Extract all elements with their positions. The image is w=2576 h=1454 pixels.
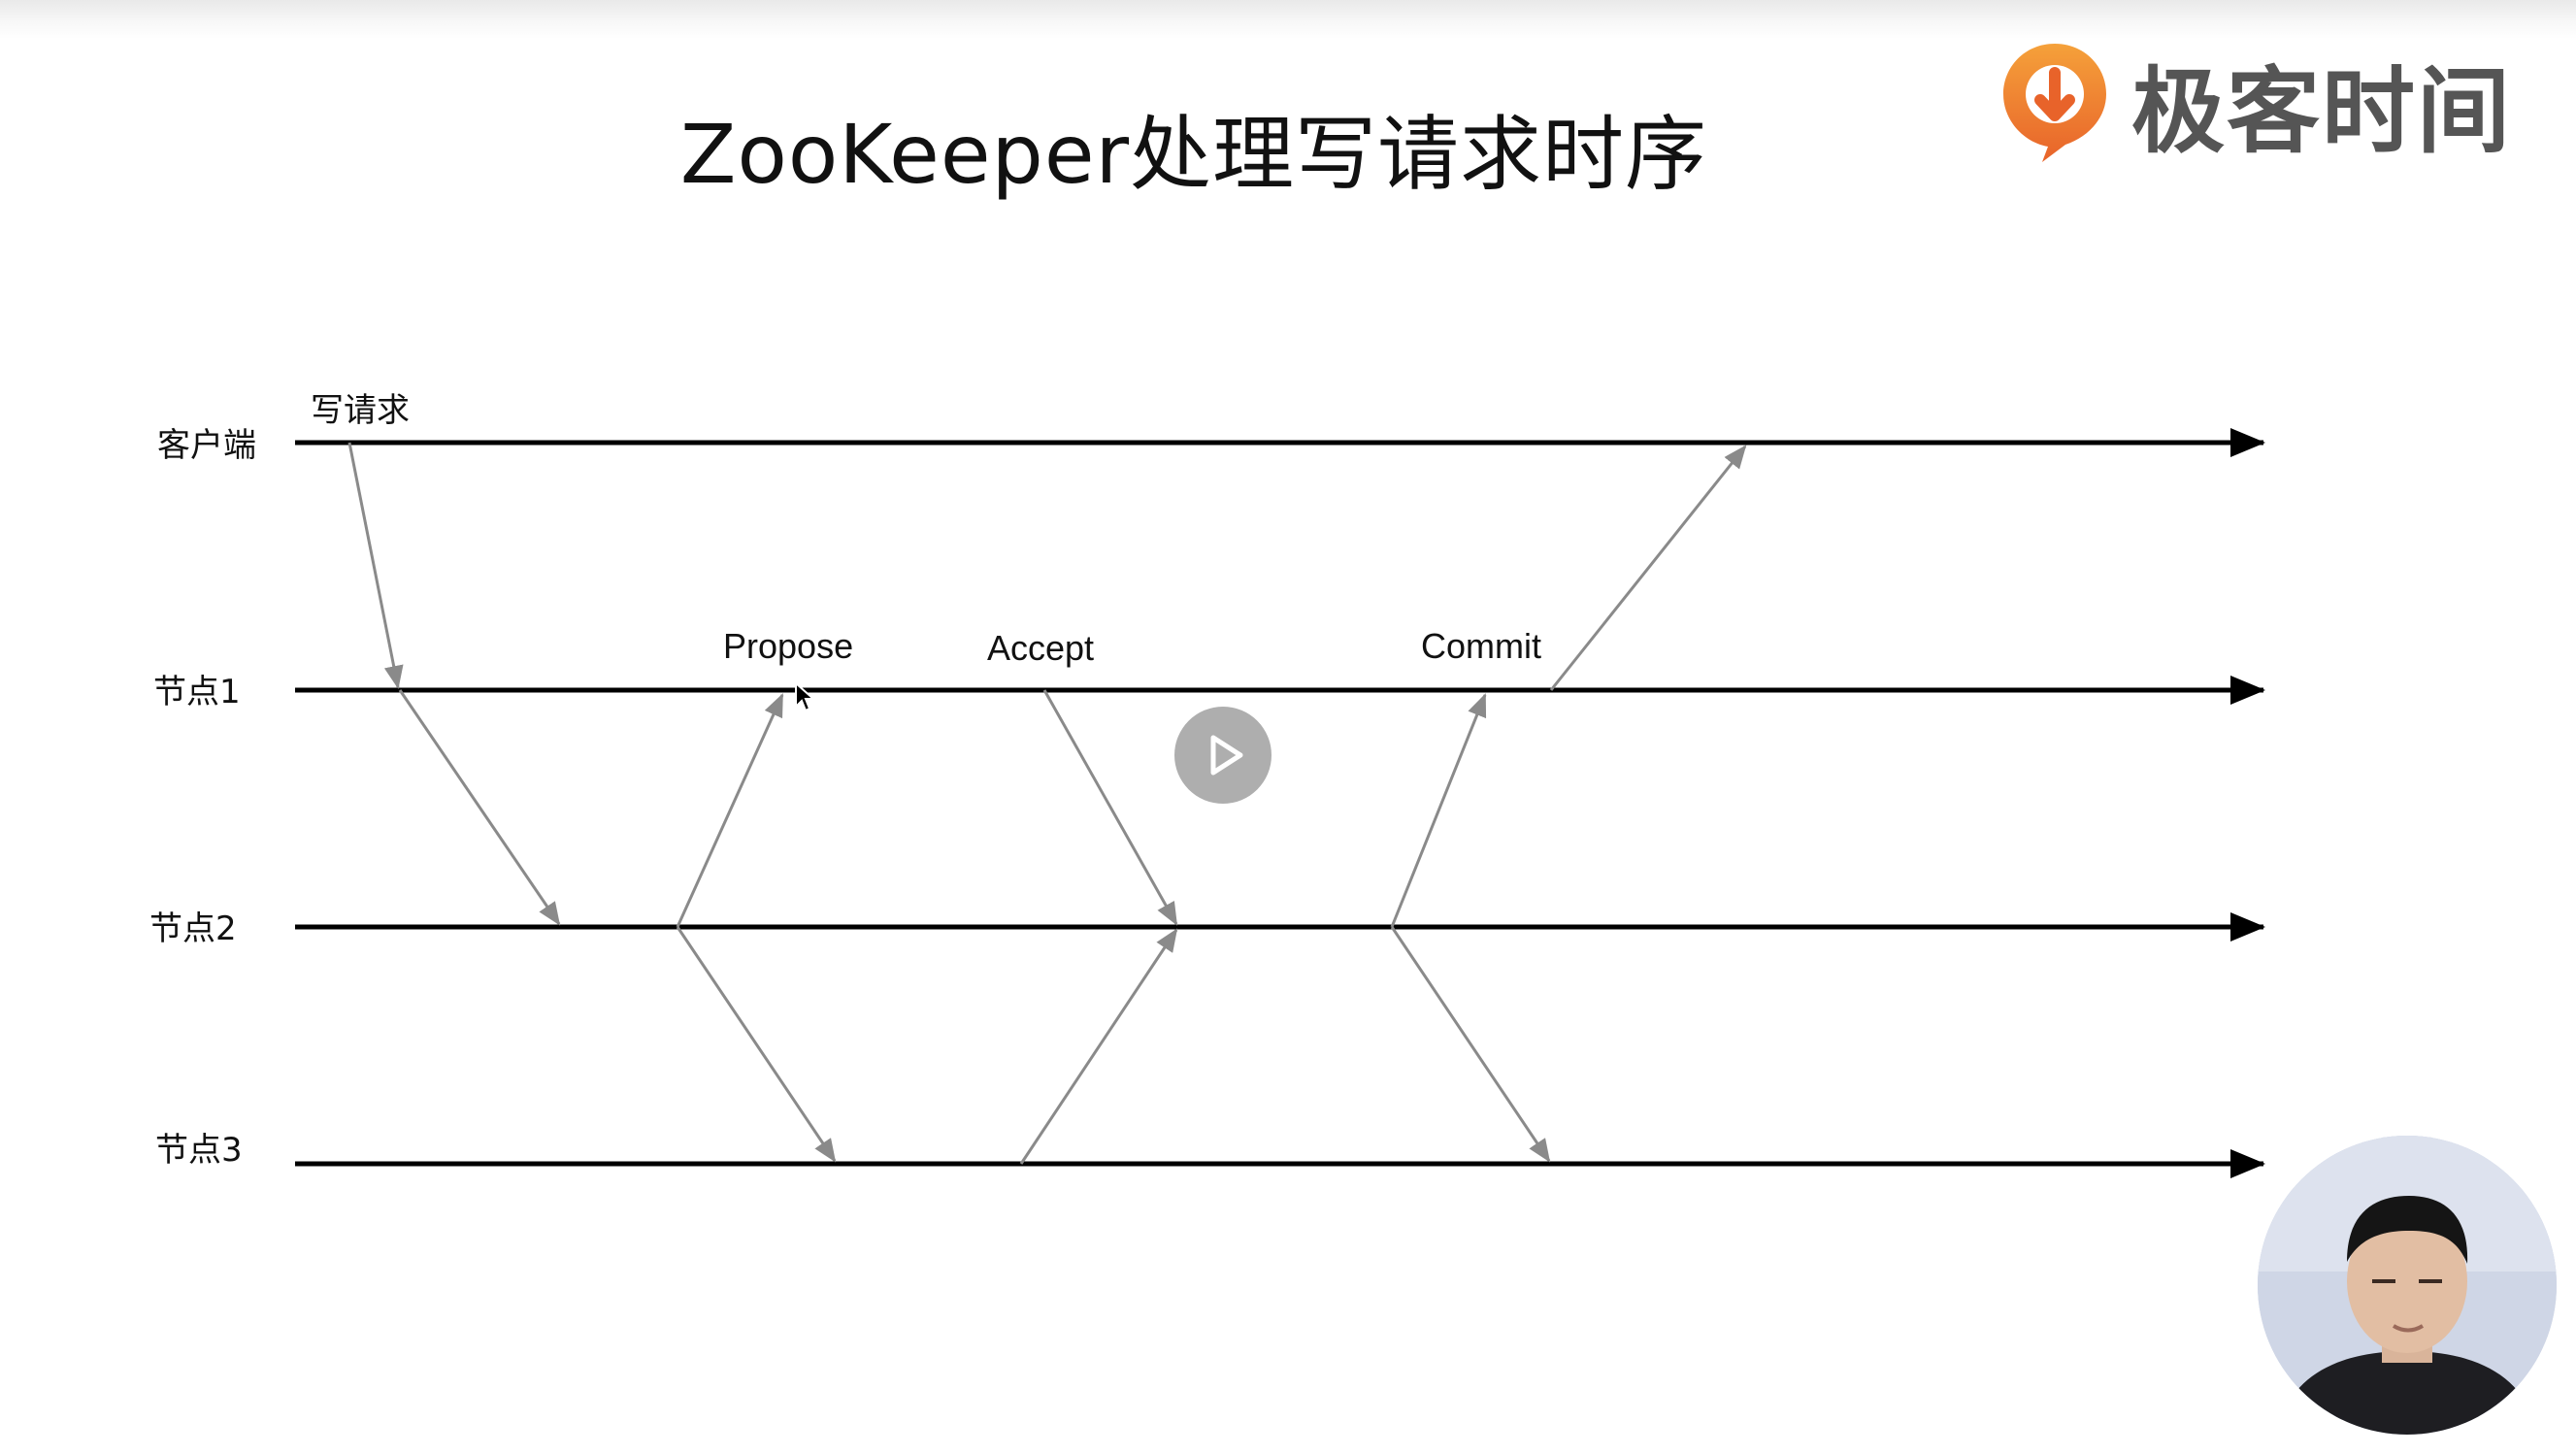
play-icon [1210,735,1243,776]
arrow-response-client [1549,445,1747,691]
play-button[interactable] [1174,707,1271,804]
label-commit: Commit [1421,626,1541,666]
lane-label-node1: 节点1 [153,673,241,711]
arrow-commit-node1 [1390,693,1487,928]
arrow-forward-to-leader [398,689,561,926]
arrow-write-request [347,442,404,689]
presenter-avatar [2258,1136,2557,1435]
label-write-request: 写请求 [311,391,410,430]
geektime-logo-icon [2003,44,2106,162]
label-accept: Accept [987,628,1094,668]
lane-label-node2: 节点2 [149,909,237,948]
arrow-accept-node3 [1019,928,1178,1165]
arrow-propose-node1 [676,693,784,928]
presenter-image [2258,1136,2557,1435]
label-propose: Propose [723,626,853,666]
slide-title: ZooKeeper处理写请求时序 [679,107,1708,202]
brand-logo: 极客时间 [1998,35,2512,171]
arrow-propose-node3 [676,926,837,1163]
arrow-accept-node1 [1042,689,1178,926]
mouse-cursor-icon [795,681,815,712]
lane-label-node3: 节点3 [155,1131,243,1170]
arrow-commit-node3 [1390,926,1551,1163]
lane-label-client: 客户端 [157,426,256,465]
brand-name: 极客时间 [2131,56,2512,166]
